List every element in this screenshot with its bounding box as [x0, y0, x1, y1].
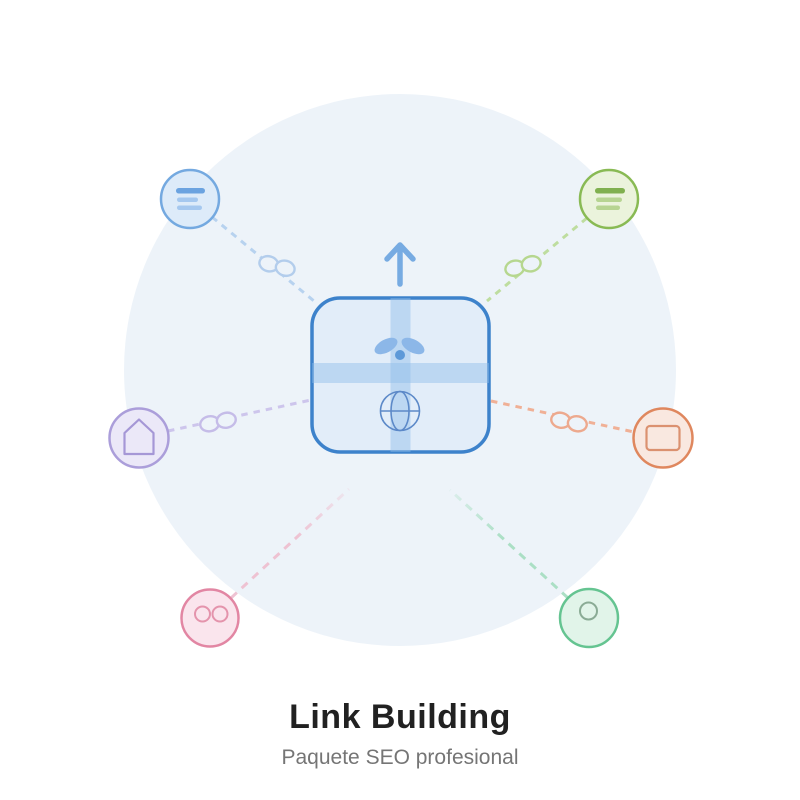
- home-icon: [123, 418, 155, 456]
- connector-bottom-left: [229, 487, 351, 600]
- node-bottom-left: [180, 588, 240, 648]
- node-circle: [108, 407, 170, 469]
- chain-link-icon: [199, 411, 237, 433]
- chain-link-icon: [550, 411, 588, 433]
- card-icon: [645, 424, 681, 452]
- gift-box: [310, 296, 491, 454]
- two-circles-icon: [194, 605, 229, 623]
- page-subtitle: Paquete SEO profesional: [281, 746, 519, 769]
- node-top-right: [578, 168, 640, 230]
- up-arrow-icon: [384, 242, 416, 287]
- text-lines-icon: [176, 188, 205, 210]
- globe-icon: [379, 390, 421, 432]
- circle-icon: [579, 601, 598, 621]
- node-top-left: [159, 168, 221, 230]
- page-title: Link Building: [289, 698, 511, 736]
- node-mid-left: [108, 407, 170, 469]
- node-mid-right: [632, 407, 694, 469]
- node-bottom-right: [558, 587, 620, 649]
- list-lines-icon: [595, 188, 625, 210]
- gift-box-body: [310, 296, 491, 454]
- gift-box-ribbons: [312, 298, 489, 452]
- chain-link-icon: [504, 254, 542, 278]
- connector-bottom-right: [448, 488, 570, 600]
- chain-link-icon: [258, 254, 296, 278]
- sprout-icon: [374, 337, 425, 360]
- caption: Link Building Paquete SEO profesional: [0, 698, 800, 770]
- node-circle: [558, 587, 620, 649]
- node-circle: [632, 407, 694, 469]
